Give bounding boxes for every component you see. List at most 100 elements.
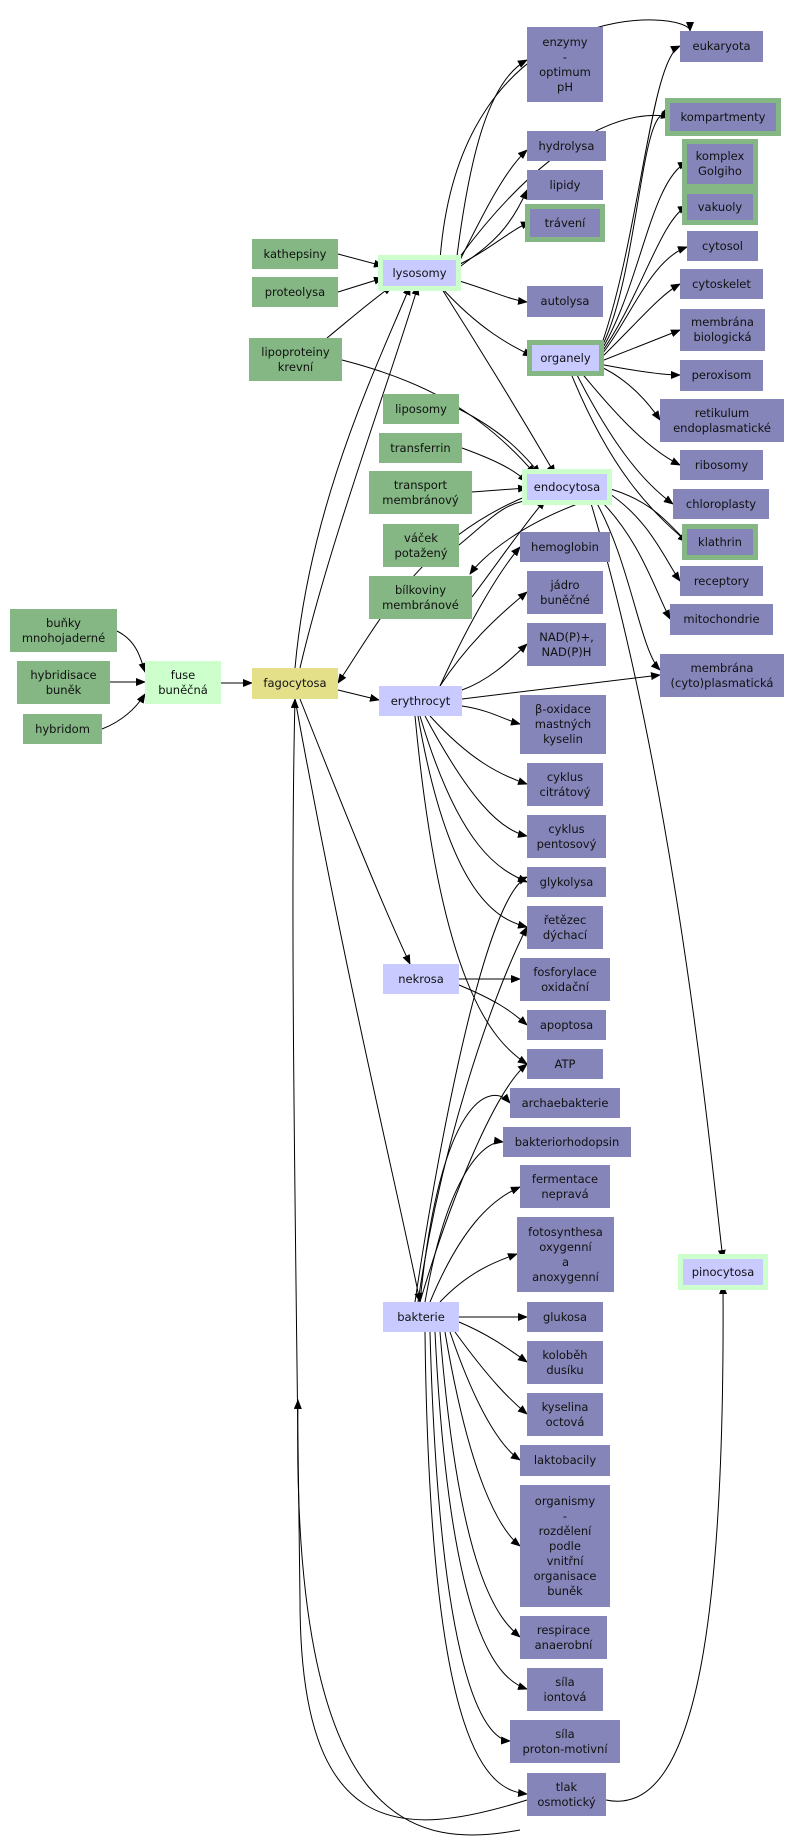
node-kathepsiny: kathepsiny xyxy=(252,239,338,269)
edge-23 xyxy=(598,363,681,379)
node-organismy: organismy - rozdělení podle vnitřní orga… xyxy=(520,1485,610,1607)
node-sila-iontova: síla iontová xyxy=(527,1668,603,1711)
node-bakteriorhodopsin: bakteriorhodopsin xyxy=(503,1127,631,1157)
node-cytoskelet: cytoskelet xyxy=(680,269,763,299)
edge-11 xyxy=(455,279,528,305)
node-traveni: trávení xyxy=(525,204,605,242)
node-cytosol: cytosol xyxy=(687,231,758,261)
edge-26 xyxy=(574,370,674,505)
edge-24 xyxy=(598,365,661,421)
node-cyklus-citratovy: cyklus citrátový xyxy=(527,763,603,806)
node-nekrosa: nekrosa xyxy=(383,964,459,994)
edge-43 xyxy=(337,689,380,702)
edge-39 xyxy=(469,493,608,575)
edge-45 xyxy=(294,698,423,1303)
node-vacek: váček potažený xyxy=(383,524,459,567)
edge-47 xyxy=(439,591,528,687)
node-chloroplasty: chloroplasty xyxy=(673,489,769,519)
edge-22 xyxy=(598,329,681,363)
node-cyklus-pentosovy: cyklus pentosový xyxy=(527,815,606,858)
node-glukosa: glukosa xyxy=(527,1302,603,1332)
edge-65 xyxy=(449,1331,521,1461)
node-retikulum: retikulum endoplasmatické xyxy=(660,399,784,442)
node-kompartmenty: kompartmenty xyxy=(665,98,781,136)
node-ribosomy: ribosomy xyxy=(680,450,763,480)
edge-64 xyxy=(454,1331,528,1415)
edge-59 xyxy=(424,1136,504,1303)
node-fermentace: fermentace nepravá xyxy=(520,1165,610,1208)
node-proteolysa: proteolysa xyxy=(252,277,338,307)
edge-61 xyxy=(439,1253,518,1303)
node-fosforylace: fosforylace oxidační xyxy=(520,958,610,1001)
edge-42 xyxy=(299,285,420,669)
node-sila-proton: síla proton-motivní xyxy=(510,1720,620,1763)
node-atp: ATP xyxy=(527,1049,603,1079)
edge-2 xyxy=(101,693,146,730)
node-vakuoly: vakuoly xyxy=(682,189,758,225)
node-liposomy: liposomy xyxy=(383,394,459,424)
edge-44 xyxy=(299,698,411,965)
edge-75 xyxy=(605,1284,728,1802)
edge-72 xyxy=(417,926,528,1303)
node-receptory: receptory xyxy=(680,566,763,596)
edge-6 xyxy=(326,285,393,339)
edge-20 xyxy=(598,45,681,353)
node-hydrolysa: hydrolysa xyxy=(527,131,606,161)
node-kyselina: kyselina octová xyxy=(527,1393,603,1436)
edge-52 xyxy=(424,715,528,838)
node-glykolysa: glykolysa xyxy=(527,867,606,897)
edge-13 xyxy=(439,285,556,475)
node-eukaryota: eukaryota xyxy=(680,31,763,62)
node-lipoproteiny: lipoproteiny krevní xyxy=(249,338,342,381)
node-membrana-cyto: membrána (cyto)plasmatická xyxy=(660,654,784,697)
node-kolobeh: koloběh dusíku xyxy=(527,1341,603,1384)
node-komplex-golgiho: komplex Golgiho xyxy=(682,139,758,189)
edge-8 xyxy=(455,189,528,271)
node-beta-oxidace: β-oxidace mastných kyselin xyxy=(520,695,606,754)
node-retezec: řetězec dýchací xyxy=(527,906,603,949)
edge-73 xyxy=(419,1063,528,1303)
edge-49 xyxy=(461,672,661,700)
edge-10 xyxy=(455,59,528,265)
edge-12 xyxy=(439,285,533,357)
edge-25 xyxy=(579,370,681,466)
node-hybridisace: hybridisace buněk xyxy=(17,661,110,704)
edge-27 xyxy=(569,370,688,543)
edge-17 xyxy=(598,205,688,357)
edge-54 xyxy=(417,715,528,929)
node-jadro: jádro buněčné xyxy=(527,571,603,614)
node-tlak: tlak osmotický xyxy=(527,1773,606,1816)
edge-76 xyxy=(293,1399,521,1836)
edge-34 xyxy=(606,487,688,543)
edge-32 xyxy=(471,499,546,598)
edge-67 xyxy=(439,1331,521,1638)
edge-31 xyxy=(458,496,536,546)
node-mitochondrie: mitochondrie xyxy=(670,604,773,635)
edge-74 xyxy=(290,698,528,1821)
node-nadp: NAD(P)+, NAD(P)H xyxy=(527,623,606,666)
edge-38 xyxy=(589,499,726,1260)
edge-29 xyxy=(461,447,528,483)
edge-60 xyxy=(429,1186,521,1303)
node-respirace: respirace anaerobní xyxy=(520,1616,607,1659)
node-archaebakterie: archaebakterie xyxy=(510,1088,620,1118)
node-bunky: buňky mnohojaderné xyxy=(10,609,117,652)
node-transferrin: transferrin xyxy=(379,433,462,463)
edge-35 xyxy=(606,491,681,582)
node-lipidy: lipidy xyxy=(527,170,603,200)
edge-36 xyxy=(599,499,671,620)
node-fagocytosa: fagocytosa xyxy=(252,668,338,699)
edge-19 xyxy=(598,108,671,353)
node-bilkoviny: bílkoviny membránové xyxy=(369,576,472,619)
edge-37 xyxy=(594,499,661,671)
edge-30 xyxy=(471,484,528,493)
edge-7 xyxy=(455,221,531,267)
node-pinocytosa: pinocytosa xyxy=(678,1254,768,1290)
node-autolysa: autolysa xyxy=(527,286,603,317)
node-peroxisom: peroxisom xyxy=(680,360,763,391)
edge-58 xyxy=(419,1093,511,1303)
edge-46 xyxy=(439,546,521,687)
node-bakterie: bakterie xyxy=(383,1302,459,1332)
